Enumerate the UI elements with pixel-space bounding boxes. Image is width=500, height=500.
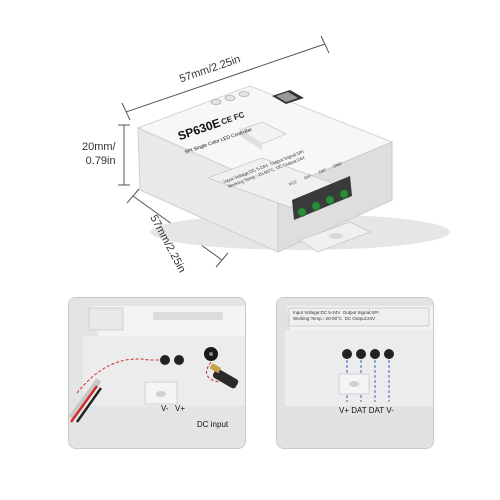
height-dimension-line [118, 124, 130, 186]
wire-cable [69, 378, 102, 420]
terminal-vminus [384, 349, 394, 359]
width-dimension-line [121, 35, 330, 121]
product-illustration [118, 35, 450, 268]
push-button[interactable] [238, 121, 288, 150]
terminal-vplus [174, 355, 184, 365]
label-vplus: V+ [175, 404, 186, 413]
right-spec-dc: DC Output:24V [344, 316, 376, 321]
right-spec-text: Input Voltage:DC 5-24V Output Signal:SPI… [293, 310, 379, 322]
terminal-dat-1 [311, 201, 321, 211]
terminal-dat-2 [370, 349, 380, 359]
terminal-dat-2 [325, 195, 335, 205]
signal-output-drawing [277, 298, 433, 448]
label-strip [153, 312, 223, 320]
mode-buttons [210, 91, 250, 105]
controller-drawing [118, 35, 450, 268]
terminal-vminus [160, 355, 170, 365]
power-input-panel: V- V+ DC input [68, 297, 246, 449]
right-spec-output: Output Signal:SPI [342, 310, 379, 315]
label-dc-input: DC input [197, 420, 229, 429]
height-label-line2: 0.79in [85, 155, 116, 167]
height-label-line1: 20mm/ [82, 141, 116, 153]
wire-red [70, 385, 98, 423]
terminal-vplus [342, 349, 352, 359]
wire-black [76, 387, 102, 423]
spec-label-area [288, 307, 430, 327]
right-spec-temp: Working Temp.:-20-60°C [293, 316, 343, 321]
wire-dashed-line [76, 358, 167, 394]
qr-code-icon [88, 307, 124, 331]
label-vminus: V- [161, 404, 169, 413]
right-spec-input: Input Voltage:DC 5-24V [293, 310, 341, 315]
terminal-block [292, 176, 352, 220]
mounting-tab [298, 221, 372, 253]
terminal-gnd [339, 189, 349, 199]
qr-code-icon [272, 90, 304, 104]
terminal-dat-1 [356, 349, 366, 359]
dc-plug [209, 363, 239, 389]
terminal-vcc [297, 207, 307, 217]
label-terminals: V+ DAT DAT V- [339, 406, 394, 415]
power-input-drawing [69, 298, 245, 448]
height-dimension-label: 20mm/ 0.79in [82, 140, 116, 168]
signal-output-panel: Input Voltage:DC 5-24V Output Signal:SPI… [276, 297, 434, 449]
